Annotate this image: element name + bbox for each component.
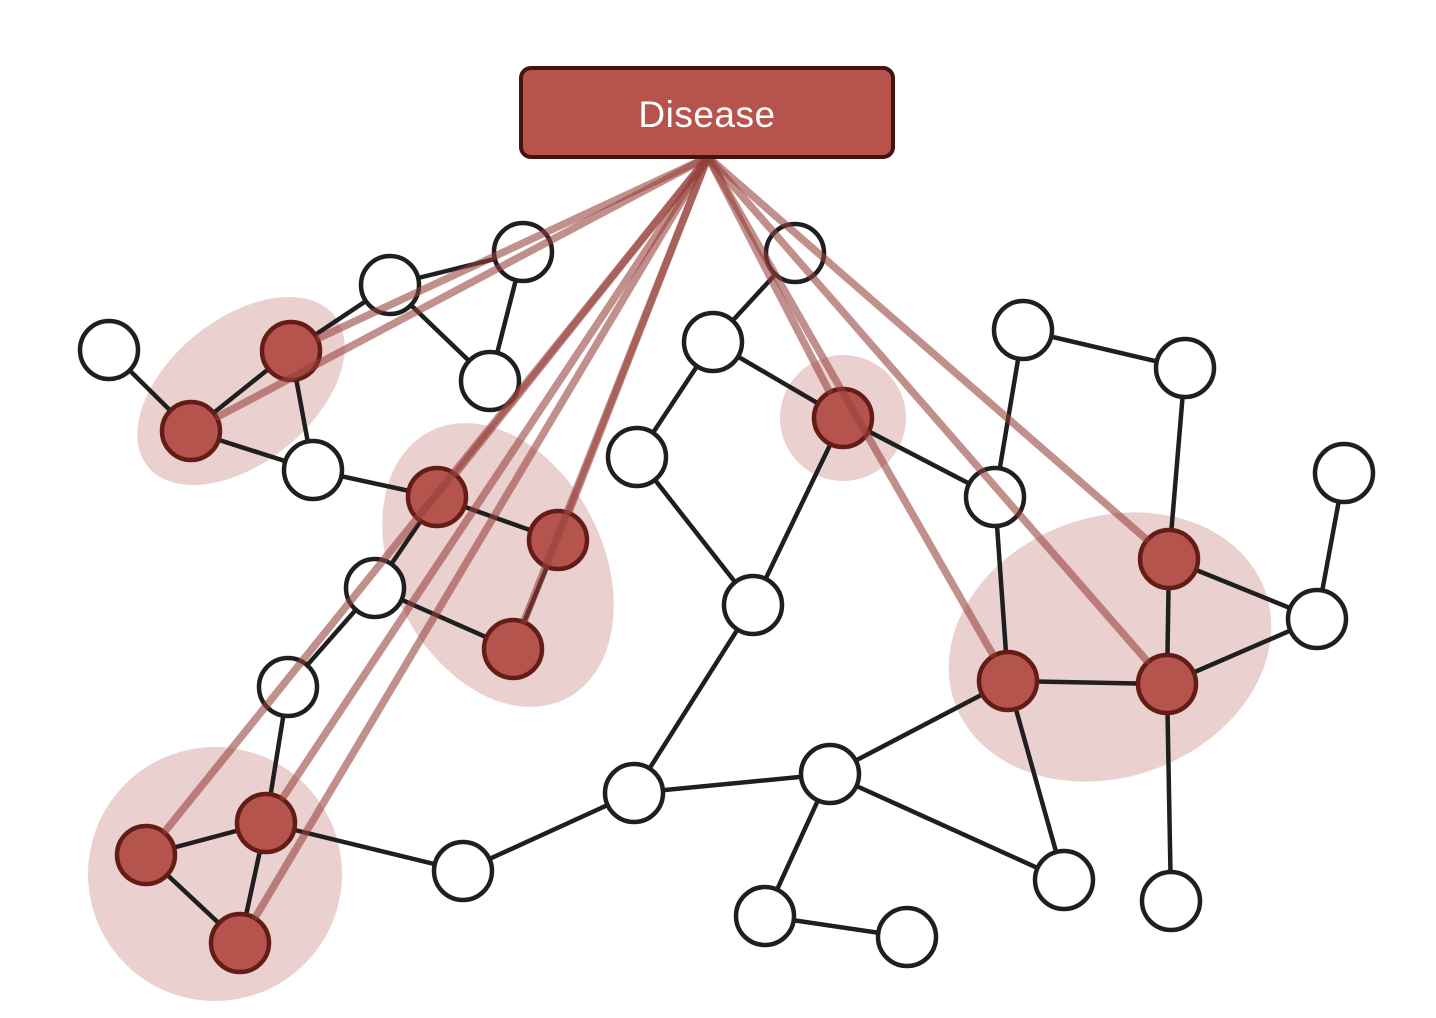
gene-node bbox=[602, 761, 666, 825]
gene-node bbox=[605, 425, 669, 489]
gene-node bbox=[875, 905, 939, 969]
disease-gene-node bbox=[159, 399, 223, 463]
disease-box-label: Disease bbox=[638, 94, 775, 135]
disease-gene-node bbox=[114, 823, 178, 887]
network-edge bbox=[827, 771, 1067, 883]
disease-gene-node bbox=[1135, 652, 1199, 716]
network-edge bbox=[1166, 365, 1188, 562]
disease-association-line bbox=[214, 153, 712, 421]
disease-association-line bbox=[252, 153, 712, 920]
gene-node bbox=[1285, 587, 1349, 651]
disease-gene-node bbox=[234, 791, 298, 855]
disease-gene-node bbox=[976, 649, 1040, 713]
gene-node bbox=[963, 465, 1027, 529]
gene-node bbox=[431, 839, 495, 903]
network-edge bbox=[1164, 681, 1174, 904]
gene-node bbox=[281, 438, 345, 502]
network-edge bbox=[631, 771, 833, 796]
disease-association-line bbox=[520, 153, 712, 624]
gene-node bbox=[991, 298, 1055, 362]
network-edge bbox=[460, 790, 637, 874]
disease-gene-node bbox=[1137, 527, 1201, 591]
network-edge bbox=[827, 678, 1011, 777]
gene-node bbox=[721, 573, 785, 637]
gene-node bbox=[1312, 441, 1376, 505]
network-edge bbox=[263, 820, 466, 874]
gene-node bbox=[77, 318, 141, 382]
disease-gene-node bbox=[481, 617, 545, 681]
gene-node bbox=[733, 884, 797, 948]
disease-association-line bbox=[704, 153, 997, 658]
disease-association-line bbox=[704, 153, 1151, 665]
disease-gene-node bbox=[208, 911, 272, 975]
disease-association-line bbox=[279, 153, 712, 801]
network-edge bbox=[750, 415, 846, 608]
disease-box bbox=[519, 66, 895, 159]
disease-association-line bbox=[161, 153, 712, 835]
disease-association-line bbox=[704, 153, 1150, 543]
network-edge bbox=[1005, 678, 1067, 883]
gene-node bbox=[1139, 869, 1203, 933]
gene-node bbox=[798, 742, 862, 806]
network-edge bbox=[634, 454, 756, 608]
gene-node bbox=[681, 310, 745, 374]
gene-node bbox=[1153, 336, 1217, 400]
gene-node bbox=[343, 556, 407, 620]
gene-node bbox=[1032, 848, 1096, 912]
network-edge bbox=[631, 602, 756, 796]
gene-node bbox=[458, 349, 522, 413]
